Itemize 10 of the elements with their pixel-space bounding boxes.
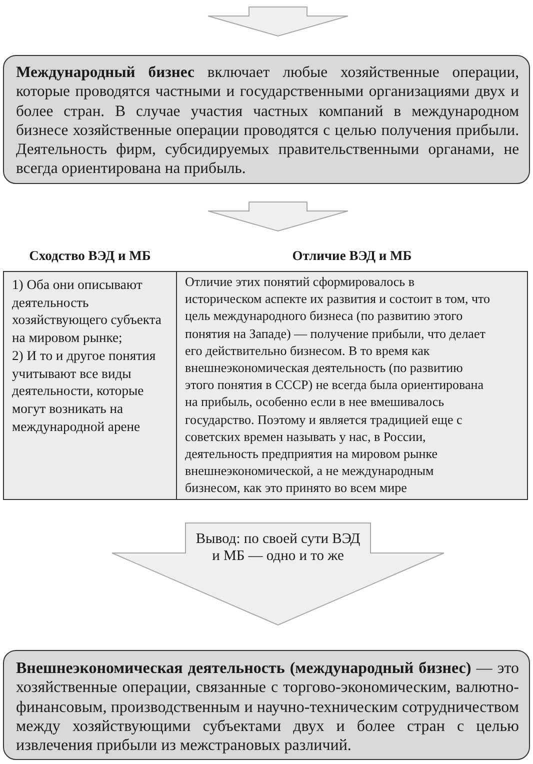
column-header: Сходство ВЭД и МБ <box>28 248 152 264</box>
definition-box <box>3 650 530 760</box>
block-arrow <box>208 202 348 232</box>
definition-text: Внешнеэкономическая деятельность (международный бизнес) — это хозяйственные операции, связанные с торгово-экономическим, валютно-финансовым, производственным и научно-техническим сотрудничеством между хозяйствующими субъектами двух и более стран с целью извлечения прибыли из межстрановых различий. <box>16 659 519 756</box>
cell-paragraph: Отличие этих понятий сформировалось в историческом аспекте их развития и состоит в том, что цель международного бизнеса (по развитию этого понятия на Западе) — получение прибыли, что делает его действительно бизнесом. В то время как внешнеэкономическая деятельность (по развитию этого понятия в СССР) не всегда была ориентирована на прибыль, особенно если в нее вмешивалось государство. Поэтому и является традицией еще с советских времен называть у нас, в России, деятельность предприятия на мировом рынке внешнеэкономической, а не международным бизнесом, как это принято во всем мире <box>185 273 491 497</box>
definition-text: Международный бизнес включает любые хозяйственные операции, которые проводятся частными и государственными организациями двух и более стран. В случае участия частных компаний в международном бизнесе хозяйственные операции проводятся с целью получения прибыли. Деятельность фирм, субсидируемых правительственными органами, не всегда ориентирована на прибыль. <box>16 63 519 179</box>
cell-paragraph: 1) Оба они описывают деятельность хозяйствующего субъекта на мировом рынке; <box>12 276 162 347</box>
column-header: Отличие ВЭД и МБ <box>291 248 413 264</box>
cell-paragraph: 2) И то и другое понятия учитывают все виды деятельности, которые могут возникать на международной арене <box>12 346 157 436</box>
block-arrow <box>208 6 348 37</box>
